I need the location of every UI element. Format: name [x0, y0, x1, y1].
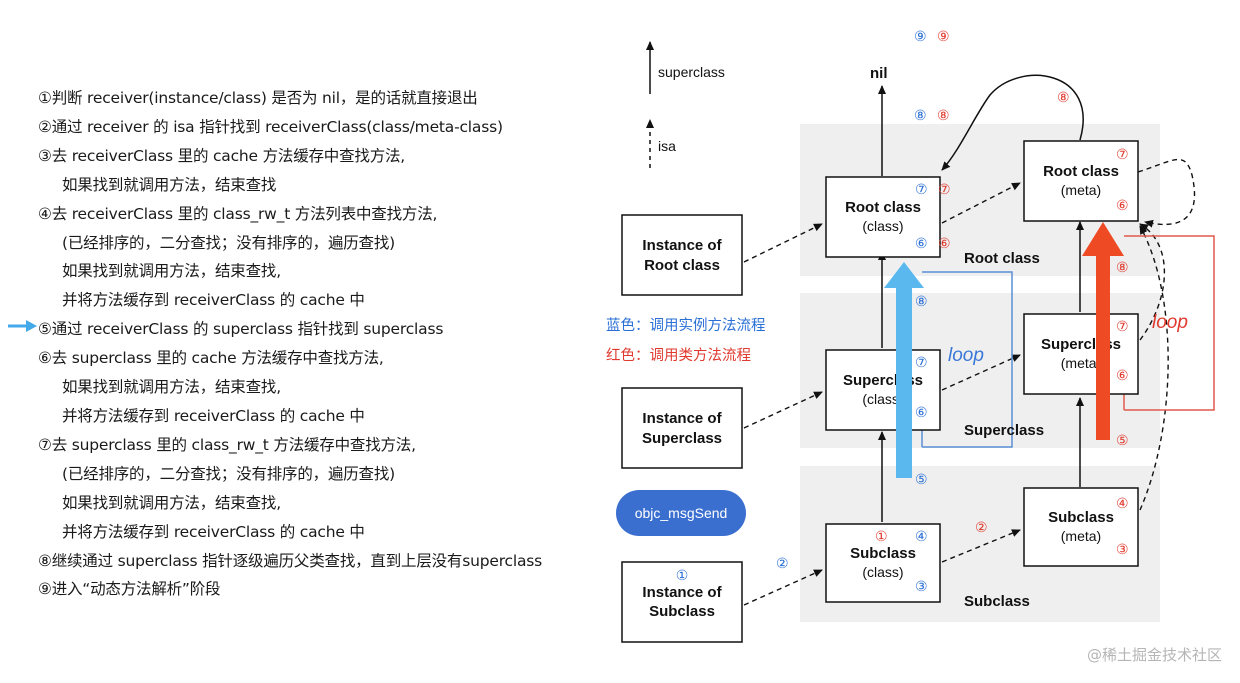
subclass-class-subtitle: (class) [862, 564, 903, 580]
instance-lookup-flow-arrow [884, 262, 924, 478]
lookup-step: (已经排序的，二分查找；没有排序的，遍历查找) [62, 233, 395, 252]
root-class-title: Root class [845, 199, 921, 216]
sub-instance-line1: Instance of [642, 584, 722, 601]
sub-instance-box [621, 561, 743, 643]
superclass-class-subtitle: (class) [862, 391, 903, 407]
arrow-right-icon [8, 320, 37, 332]
lookup-step: 如果找到就调用方法，结束查找 [62, 175, 277, 194]
isa-legend-label: isa [658, 138, 676, 154]
root-instance-line1: Instance of [642, 237, 722, 254]
lookup-step: ⑦去 superclass 里的 class_rw_t 方法缓存中查找方法, [38, 435, 416, 454]
red-loop-bracket [1124, 235, 1215, 411]
lookup-step: 并将方法缓存到 receiverClass 的 cache 中 [62, 291, 365, 310]
subclass-meta-subtitle: (meta) [1061, 528, 1101, 544]
superclass-blue-7: ⑦ [915, 354, 928, 370]
superclass-meta-red-5: ⑤ [1116, 432, 1129, 448]
sub-meta-isa-arrow [1139, 225, 1169, 511]
superclass-meta-red-7: ⑦ [1116, 318, 1129, 334]
objc-msgsend-pill [616, 490, 746, 536]
lookup-step: ①判断 receiver(instance/class) 是否为 nil，是的话… [38, 89, 478, 107]
subclass-meta-box [1023, 487, 1139, 567]
subclass-red-1: ① [875, 528, 888, 544]
lookup-step: 如果找到就调用方法，结束查找, [62, 378, 281, 397]
subclass-meta-title: Subclass [1048, 509, 1114, 526]
lookup-steps-list: ①判断 receiver(instance/class) 是否为 nil，是的话… [38, 84, 618, 604]
lookup-step: 并将方法缓存到 receiverClass 的 cache 中 [62, 522, 365, 541]
root-instance-line2: Root class [644, 257, 720, 274]
step-8-red-marker: ⑧ [937, 107, 950, 123]
root-meta-title: Root class [1043, 163, 1119, 180]
lookup-step: (已经排序的，二分查找；没有排序的，遍历查找) [62, 464, 395, 483]
subclass-class-title: Subclass [850, 545, 916, 562]
red-flow-note: 红色：调用类方法流程 [606, 347, 751, 364]
super-instance-box [621, 387, 743, 469]
root-meta-superclass-arrow [941, 74, 1084, 171]
root-class-subtitle: (class) [862, 218, 903, 234]
step-9-blue-marker: ⑨ [914, 28, 927, 44]
lookup-step: ⑥去 superclass 里的 cache 方法缓存中查找方法, [38, 349, 384, 368]
root-meta-red-link-8: ⑧ [1057, 89, 1070, 105]
superclass-class-box [825, 349, 941, 431]
superclass-meta-red-6: ⑥ [1116, 367, 1129, 383]
superclass-legend-label: superclass [658, 64, 725, 80]
lookup-step: ⑨进入“动态方法解析”阶段 [38, 580, 221, 599]
root-meta-self-isa-arrow [1137, 158, 1196, 228]
root-class-blue-7: ⑦ [915, 181, 928, 197]
step-8-blue-marker: ⑧ [914, 107, 927, 123]
root-instance-box [621, 214, 743, 296]
sub-instance-step-marker: ① [676, 567, 689, 583]
blue-loop-bracket [922, 271, 1013, 448]
root-class-section-label: Root class [964, 250, 1040, 267]
root-instance-isa-arrow [743, 223, 823, 263]
class-lookup-flow-arrow [1082, 222, 1124, 440]
subclass-meta-red-4: ④ [1116, 495, 1129, 511]
super-instance-line1: Instance of [642, 410, 722, 427]
blue-flow-note: 蓝色：调用实例方法流程 [606, 317, 766, 334]
lookup-step: 如果找到就调用方法，结束查找, [62, 262, 281, 281]
root-meta-box [1023, 140, 1139, 222]
root-meta-red-side-8: ⑧ [1116, 259, 1129, 275]
blue-loop-label: loop [948, 345, 984, 366]
subclass-class-box [825, 523, 941, 603]
sub-instance-line2: Subclass [649, 603, 715, 620]
objc-msgsend-label: objc_msgSend [635, 505, 728, 521]
superclass-section-label: Superclass [964, 422, 1044, 439]
subclass-blue-3: ③ [915, 578, 928, 594]
root-class-isa-arrow [941, 182, 1021, 224]
lookup-step: ④去 receiverClass 里的 class_rw_t 方法列表中查找方法… [38, 204, 438, 223]
lookup-step: 如果找到就调用方法，结束查找, [62, 493, 281, 512]
lookup-step: 并将方法缓存到 receiverClass 的 cache 中 [62, 406, 365, 425]
watermark: @稀土掘金技术社区 [1086, 646, 1222, 664]
subclass-blue-4: ④ [915, 528, 928, 544]
lookup-step: ⑤通过 receiverClass 的 superclass 指针找到 supe… [38, 320, 444, 339]
lookup-step: ②通过 receiver 的 isa 指针找到 receiverClass(cl… [38, 117, 503, 136]
root-class-blue-6: ⑥ [915, 235, 928, 251]
super-instance-line2: Superclass [642, 430, 722, 447]
root-meta-subtitle: (meta) [1061, 182, 1101, 198]
root-class-red-7: ⑦ [938, 181, 951, 197]
superclass-blue-8: ⑧ [915, 293, 928, 309]
nil-label: nil [870, 65, 888, 82]
superclass-meta-subtitle: (meta) [1061, 355, 1101, 371]
step-9-red-marker: ⑨ [937, 28, 950, 44]
subclass-section-label: Subclass [964, 593, 1030, 610]
lookup-step: ⑧继续通过 superclass 指针逐级遍历父类查找，直到上层没有superc… [38, 551, 543, 570]
subclass-meta-red-3: ③ [1116, 541, 1129, 557]
root-class-red-6: ⑥ [938, 235, 951, 251]
superclass-blue-6: ⑥ [915, 404, 928, 420]
lookup-step: ③去 receiverClass 里的 cache 方法缓存中查找方法, [38, 146, 406, 165]
root-meta-red-7: ⑦ [1116, 146, 1129, 162]
subclass-blue-5: ⑤ [915, 471, 928, 487]
sub-instance-isa-marker: ② [776, 555, 789, 571]
subclass-meta-red-2: ② [975, 519, 988, 535]
root-meta-red-6: ⑥ [1116, 197, 1129, 213]
red-loop-label: loop [1152, 312, 1188, 333]
superclass-meta-box [1023, 313, 1139, 395]
root-class-box [825, 176, 941, 258]
